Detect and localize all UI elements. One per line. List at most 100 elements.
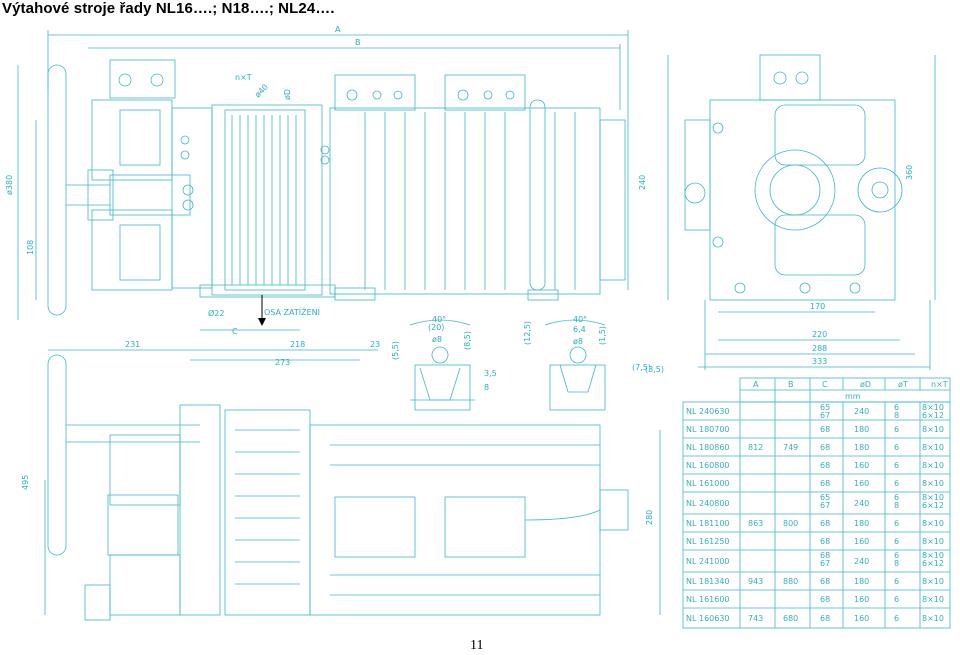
table-cell: 6 [894,551,899,560]
table-cell: 67 [820,559,830,568]
table-cell: 8×10 [922,403,944,412]
table-cell: 6 [894,614,899,623]
dimension-label: 333 [812,357,827,366]
table-row-name: NL 161000 [686,479,730,488]
table-cell-a: 812 [748,443,763,452]
table-cell: 6 [894,577,899,586]
table-header: øD [860,380,871,389]
groove-dimension-label: 40° [573,315,587,324]
table-header: C [822,380,828,389]
table-cell: 180 [854,519,869,528]
table-cell: 240 [854,499,869,508]
table-cell: 67 [820,411,830,420]
table-cell: 160 [854,479,869,488]
table-cell: 68 [820,479,830,488]
dimension-label: 23 [370,340,380,349]
groove-dimension-label: ø8 [432,335,442,344]
table-cell: 8×10 [922,479,944,488]
table-cell: 68 [820,551,830,560]
table-cell: 6 [894,537,899,546]
table-cell-a: 943 [748,577,763,586]
dimension-label: 273 [275,358,290,367]
table-cell: 240 [854,407,869,416]
table-cell: 68 [820,443,830,452]
table-row-name: NL 181100 [686,519,730,528]
table-cell: 160 [854,537,869,546]
dimension-label: 220 [812,330,827,339]
brake-assembly [91,59,213,291]
table-row-name: NL 180700 [686,425,730,434]
table-cell: 8×10 [922,461,944,470]
table-row-name: NL 160800 [686,461,730,470]
table-cell: 6 [894,461,899,470]
table-cell: 8×10 [922,551,944,560]
table-grid [682,377,951,629]
dimension-label: ø380 [5,175,14,195]
dimension-label: 360 [905,165,914,180]
groove-dimension-label: (12,5) [523,321,532,345]
table-row-name: NL 160630 [686,614,730,623]
top-dimension-lines [17,30,936,370]
table-cell: 160 [854,461,869,470]
table-cell: 68 [820,595,830,604]
table-cell: 67 [820,501,830,510]
table-row-name: NL 241000 [686,557,730,566]
table-cell: 68 [820,537,830,546]
page-title: Výtahové stroje řady NL16….; N18….; NL24… [2,0,335,17]
load-axis-arrow [258,295,266,326]
handwheel [47,64,114,316]
table-cell: 8 [894,411,899,420]
dimension-label: OSA ZATÍŽENÍ [264,306,321,317]
table-cell: 160 [854,614,869,623]
table-row-name: NL 181340 [686,577,730,586]
table-unit: mm [845,392,861,401]
table-row-name: NL 240800 [686,499,730,508]
dimension-label: 280 [645,510,654,525]
table-cell: 68 [820,519,830,528]
groove-dimension-label: (7,5) [632,363,651,372]
traction-sheave [199,104,376,301]
table-cell: 6 [894,443,899,452]
dimension-label: 231 [125,340,140,349]
dimension-label: C [232,327,238,336]
table-cell: 8×10 [922,614,944,623]
table-cell: 6 [894,493,899,502]
table-row-name: NL 161600 [686,595,730,604]
groove-profile-right [544,319,606,411]
table-cell: 180 [854,443,869,452]
table-header: n×T [931,380,948,389]
table-row-name: NL 240630 [686,407,730,416]
groove-dimension-label: (20) [428,323,444,332]
groove-dimension-label: ø8 [573,337,583,346]
groove-dimension-label: 40° [432,315,446,324]
table-cell-a: 863 [748,519,763,528]
dimension-label: 288 [812,344,827,353]
table-cell: 6×12 [922,411,944,420]
table-cell: 6 [894,403,899,412]
table-header: øT [898,380,908,389]
table-header: B [788,380,794,389]
table-cell-b: 880 [783,577,798,586]
dimension-label: 218 [290,340,305,349]
table-cell: 6×12 [922,559,944,568]
table-cell: 68 [820,425,830,434]
dimension-label: Ø22 [208,308,224,318]
table-cell: 240 [854,557,869,566]
table-cell: 68 [820,614,830,623]
groove-dimension-label: 8 [484,383,489,392]
dimension-label: A [335,25,341,34]
motor-body [329,74,626,301]
table-cell: 8×10 [922,537,944,546]
groove-dimension-label: (3,5) [645,365,664,374]
table-cell: 8×10 [922,493,944,502]
table-cell: 68 [820,577,830,586]
table-cell-b: 800 [783,519,798,528]
dimension-label: n×T [235,73,252,82]
groove-profile-left [409,319,475,411]
dimension-label: 240 [638,175,647,190]
groove-dimension-label: 3,5 [484,369,497,378]
table-cell-b: 680 [783,614,798,623]
groove-dimension-label: 6,4 [573,325,586,334]
